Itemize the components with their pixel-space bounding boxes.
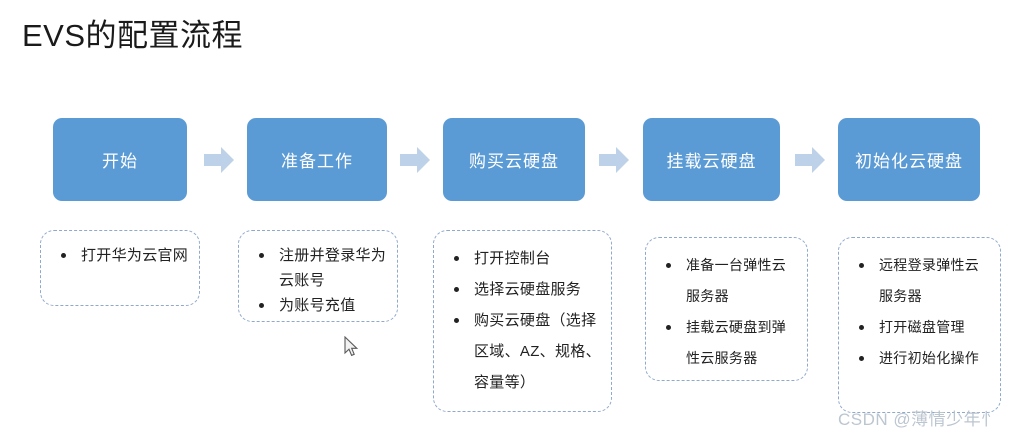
list-item: 打开华为云官网 [49, 243, 189, 268]
list-item-text: 挂载云硬盘到弹性云服务器 [686, 319, 787, 366]
bullet-icon [859, 356, 864, 361]
mouse-pointer-icon [344, 335, 360, 358]
detail-box-4: 准备一台弹性云服务器 挂载云硬盘到弹性云服务器 [645, 237, 808, 381]
bullet-icon [61, 253, 66, 258]
list-item: 挂载云硬盘到弹性云服务器 [654, 312, 797, 374]
list-item-text: 打开磁盘管理 [879, 319, 965, 335]
list-item-text: 为账号充值 [279, 297, 356, 314]
flow-step-box-3[interactable]: 购买云硬盘 [443, 118, 585, 201]
flow-step-box-5[interactable]: 初始化云硬盘 [838, 118, 980, 201]
bullet-icon [259, 253, 264, 258]
list-item: 进行初始化操作 [847, 343, 990, 374]
bullet-icon [666, 263, 671, 268]
detail-box-3: 打开控制台 选择云硬盘服务 购买云硬盘（选择区域、AZ、规格、容量等） [433, 230, 612, 412]
detail-list: 远程登录弹性云服务器 打开磁盘管理 进行初始化操作 [847, 250, 990, 374]
arrow-right-icon [398, 143, 432, 177]
page-title: EVS的配置流程 [22, 18, 244, 53]
arrow-right-icon [597, 143, 631, 177]
list-item-text: 准备一台弹性云服务器 [686, 257, 787, 304]
list-item-text: 选择云硬盘服务 [474, 281, 582, 298]
flow-step-box-2[interactable]: 准备工作 [247, 118, 387, 201]
csdn-watermark: CSDN @薄情少年忄 [838, 410, 999, 429]
list-item: 注册并登录华为云账号 [247, 243, 387, 293]
flow-step-label: 准备工作 [281, 152, 353, 171]
detail-box-5: 远程登录弹性云服务器 打开磁盘管理 进行初始化操作 [838, 237, 1001, 413]
detail-list: 注册并登录华为云账号 为账号充值 [247, 243, 387, 318]
bullet-icon [454, 318, 459, 323]
flow-step-box-1[interactable]: 开始 [53, 118, 187, 201]
arrow-right-icon [793, 143, 827, 177]
list-item: 打开控制台 [442, 243, 601, 274]
flow-step-label: 购买云硬盘 [469, 152, 559, 171]
arrow-right-icon [202, 143, 236, 177]
list-item: 选择云硬盘服务 [442, 274, 601, 305]
list-item: 准备一台弹性云服务器 [654, 250, 797, 312]
flow-step-label: 开始 [102, 152, 138, 171]
flow-step-label: 初始化云硬盘 [855, 152, 963, 171]
detail-box-1: 打开华为云官网 [40, 230, 200, 306]
bullet-icon [454, 256, 459, 261]
detail-list: 打开控制台 选择云硬盘服务 购买云硬盘（选择区域、AZ、规格、容量等） [442, 243, 601, 398]
detail-list: 准备一台弹性云服务器 挂载云硬盘到弹性云服务器 [654, 250, 797, 374]
bullet-icon [666, 325, 671, 330]
list-item-text: 打开华为云官网 [81, 247, 189, 264]
list-item-text: 打开控制台 [474, 250, 551, 267]
list-item-text: 购买云硬盘（选择区域、AZ、规格、容量等） [474, 312, 601, 391]
flow-step-label: 挂载云硬盘 [666, 152, 757, 171]
detail-list: 打开华为云官网 [49, 243, 189, 268]
list-item: 为账号充值 [247, 293, 387, 318]
list-item: 远程登录弹性云服务器 [847, 250, 990, 312]
bullet-icon [859, 325, 864, 330]
list-item: 打开磁盘管理 [847, 312, 990, 343]
detail-box-2: 注册并登录华为云账号 为账号充值 [238, 230, 398, 322]
bullet-icon [454, 287, 459, 292]
list-item-text: 远程登录弹性云服务器 [879, 257, 980, 304]
list-item-text: 注册并登录华为云账号 [279, 247, 387, 289]
list-item: 购买云硬盘（选择区域、AZ、规格、容量等） [442, 305, 601, 398]
bullet-icon [859, 263, 864, 268]
bullet-icon [259, 303, 264, 308]
list-item-text: 进行初始化操作 [879, 350, 980, 366]
flow-step-box-4[interactable]: 挂载云硬盘 [643, 118, 780, 201]
